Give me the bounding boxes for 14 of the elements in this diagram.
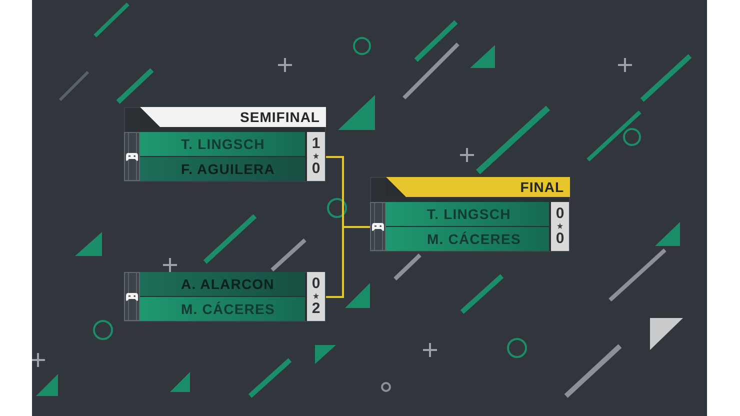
score: 2 (310, 301, 322, 317)
player-name: T. LINGSCH (427, 206, 511, 222)
score: 0 (310, 161, 322, 177)
score: 0 (554, 231, 566, 247)
player-name: A. ALARCON (181, 276, 274, 292)
player-name: F. AGUILERA (181, 161, 275, 177)
player-name: M. CÁCERES (181, 301, 275, 317)
score: 0 (554, 206, 566, 222)
player-name: T. LINGSCH (181, 136, 265, 152)
round-title: FINAL (520, 179, 564, 195)
round-title: SEMIFINAL (240, 109, 320, 125)
score: 0 (310, 276, 322, 292)
player-name: M. CÁCERES (427, 231, 521, 247)
score: 1 (310, 136, 322, 152)
